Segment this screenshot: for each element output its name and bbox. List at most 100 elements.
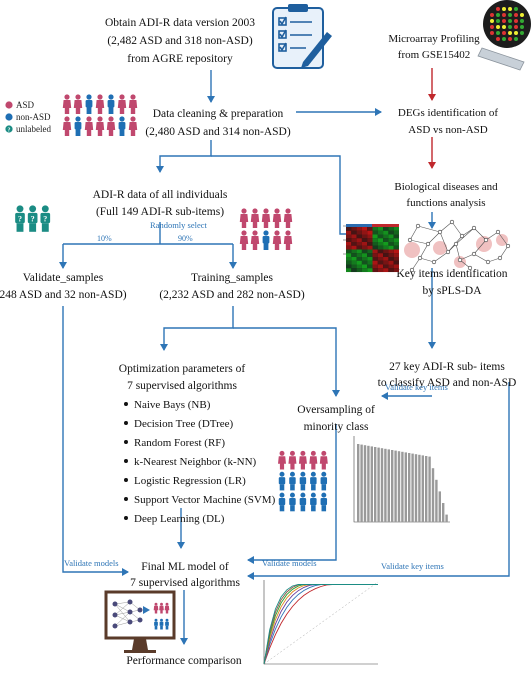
person-icon xyxy=(62,94,72,114)
algorithm-item: Decision Tree (DTree) xyxy=(134,418,234,430)
svg-text:(2,480 ASD and 314 non-ASD): (2,480 ASD and 314 non-ASD) xyxy=(145,126,291,138)
arrow-key27-to-final xyxy=(247,382,510,580)
split-lines xyxy=(62,222,234,262)
person-icon xyxy=(310,492,317,512)
svg-text:Data cleaning & preparation: Data cleaning & preparation xyxy=(153,108,284,120)
person-icon xyxy=(15,205,25,232)
step-cleaning: Data cleaning & preparation (2,480 ASD a… xyxy=(145,108,291,138)
pct-validate-label: 10% xyxy=(97,234,112,243)
algorithm-item: Support Vector Machine (SVM) xyxy=(134,494,276,506)
person-icon xyxy=(84,116,94,136)
person-icon xyxy=(27,205,38,232)
person-icon xyxy=(289,471,296,491)
people-group-training-icon xyxy=(239,208,293,250)
svg-text:Obtain ADI-R data version 2003: Obtain ADI-R data version 2003 xyxy=(105,17,255,29)
edge-label-validate-key-items: Validate key items xyxy=(385,382,448,392)
svg-text:Optimization parameters of: Optimization parameters of xyxy=(119,363,246,375)
svg-text:?: ? xyxy=(8,128,11,134)
randomly-select-label: Randomly select xyxy=(150,220,208,230)
step-bio: Biological diseases and functions analys… xyxy=(394,181,498,209)
edge-label-validate-key-items-2: Validate key items xyxy=(381,561,444,571)
legend-non-asd-label: non-ASD xyxy=(16,112,51,122)
arrow-cleaning-to-adir xyxy=(156,140,212,173)
legend-unlabeled-label: unlabeled xyxy=(16,124,51,134)
person-icon xyxy=(262,230,270,250)
svg-text:ADI-R data of all individuals: ADI-R data of all individuals xyxy=(93,189,228,201)
person-icon xyxy=(40,205,51,232)
person-icon xyxy=(283,208,293,228)
legend-non-asd-dot xyxy=(5,113,13,121)
person-icon xyxy=(95,94,105,114)
legend: ASD non-ASD ? unlabeled xyxy=(5,100,51,134)
oversampling-barchart-image xyxy=(350,434,452,532)
step-key27: 27 key ADI-R sub- items to classify ASD … xyxy=(378,361,517,389)
svg-text:ASD vs non-ASD: ASD vs non-ASD xyxy=(408,124,488,136)
svg-text:(2,482 ASD and 318 non-ASD): (2,482 ASD and 318 non-ASD) xyxy=(107,35,253,47)
person-icon xyxy=(278,450,286,470)
arrow-training-to-oversampling xyxy=(233,327,340,397)
legend-unlabeled-dot xyxy=(5,125,13,133)
algorithm-item: Naive Bays (NB) xyxy=(134,399,211,411)
svg-text:Key items identification: Key items identification xyxy=(396,268,507,280)
ml-monitor-icon xyxy=(104,590,176,653)
svg-text:Oversampling of: Oversampling of xyxy=(297,404,375,416)
person-icon xyxy=(117,94,127,114)
svg-text:to classify ASD and non-ASD: to classify ASD and non-ASD xyxy=(378,377,517,389)
step-final: Final ML model of 7 supervised algorithm… xyxy=(130,561,240,589)
step-oversampling: Oversampling of minority class xyxy=(297,404,375,433)
svg-text:(2,232 ASD and 282 non-ASD): (2,232 ASD and 282 non-ASD) xyxy=(159,289,305,301)
svg-text:Biological diseases and: Biological diseases and xyxy=(394,181,498,193)
microarray-chip-icon xyxy=(477,0,531,71)
person-icon xyxy=(107,94,115,114)
svg-text:7 supervised algorithms: 7 supervised algorithms xyxy=(130,577,240,589)
person-icon xyxy=(62,116,72,136)
person-icon xyxy=(128,116,138,136)
person-icon xyxy=(118,116,126,136)
step-adir-all: ADI-R data of all individuals (Full 149 … xyxy=(93,189,228,218)
svg-text:Final ML model of: Final ML model of xyxy=(141,561,229,573)
person-icon xyxy=(289,492,296,512)
svg-text:(Full 149 ADI-R sub-items): (Full 149 ADI-R sub-items) xyxy=(96,206,224,218)
algorithm-item: Logistic Regression (LR) xyxy=(134,475,246,487)
algorithm-item: Deep Learning (DL) xyxy=(134,513,225,525)
step-obtain: Obtain ADI-R data version 2003 (2,482 AS… xyxy=(105,17,255,65)
person-icon xyxy=(239,208,249,228)
line-adir-to-keyitems xyxy=(211,155,374,238)
person-icon xyxy=(239,230,249,250)
person-icon xyxy=(309,450,318,470)
checklist-icon xyxy=(272,4,332,69)
person-icon xyxy=(288,450,297,470)
person-icon xyxy=(298,450,307,470)
person-icon xyxy=(106,116,116,136)
legend-asd-dot xyxy=(5,101,13,109)
pct-train-label: 90% xyxy=(178,234,193,243)
network-graph-image xyxy=(404,219,511,273)
person-icon xyxy=(320,471,328,491)
algorithm-item: k-Nearest Neighbor (k-NN) xyxy=(134,456,257,468)
arrow-training-to-optim xyxy=(160,306,234,351)
svg-text:Training_samples: Training_samples xyxy=(191,272,274,284)
person-icon xyxy=(319,450,328,470)
step-optimization: Optimization parameters of 7 supervised … xyxy=(119,363,246,392)
person-icon xyxy=(128,94,138,114)
svg-text:from GSE15402: from GSE15402 xyxy=(398,49,470,61)
svg-text:from AGRE repository: from AGRE repository xyxy=(127,53,233,65)
people-group-oversampling-icon xyxy=(278,450,328,512)
svg-text:minority class: minority class xyxy=(304,421,369,433)
person-icon xyxy=(278,471,286,491)
step-degs: DEGs identification of ASD vs non-ASD xyxy=(398,107,499,136)
algorithm-item: Random Forest (RF) xyxy=(134,437,225,449)
people-group-unlabeled-icon xyxy=(15,205,51,232)
person-icon xyxy=(85,94,93,114)
svg-text:by sPLS-DA: by sPLS-DA xyxy=(422,285,482,297)
heatmap-image xyxy=(343,224,399,273)
svg-text:27 key ADI-R sub- items: 27 key ADI-R sub- items xyxy=(389,361,505,373)
svg-text:functions analysis: functions analysis xyxy=(406,197,485,209)
person-icon xyxy=(95,116,105,136)
person-icon xyxy=(73,94,83,114)
step-validate-samples: Validate_samples 248 ASD and 32 non-ASD) xyxy=(0,272,127,301)
roc-curve-image xyxy=(256,578,380,672)
person-icon xyxy=(310,471,317,491)
arrow-validate-to-final xyxy=(62,306,129,576)
